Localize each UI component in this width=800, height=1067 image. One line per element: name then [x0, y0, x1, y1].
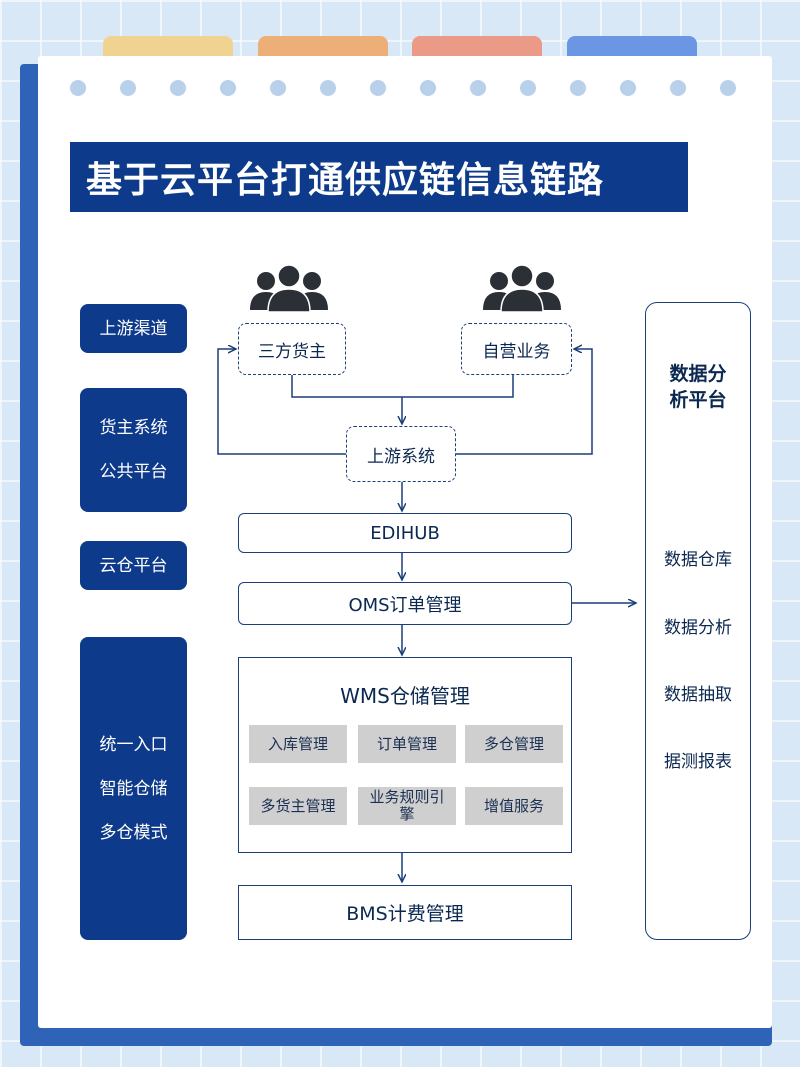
- label-cloud-warehouse: 云仓平台: [80, 541, 187, 590]
- data-analysis-platform: 数据分析平台 数据仓库 数据分析 数据抽取 据测报表: [645, 302, 751, 940]
- label-upstream-channel: 上游渠道: [80, 304, 187, 353]
- node-oms: OMS订单管理: [238, 582, 572, 625]
- binder-hole: [520, 80, 536, 96]
- node-edihub: EDIHUB: [238, 513, 572, 553]
- wms-module: 入库管理: [249, 725, 347, 763]
- node-bms: BMS计费管理: [238, 885, 572, 940]
- binder-hole: [720, 80, 736, 96]
- binder-hole: [620, 80, 636, 96]
- wms-module: 业务规则引擎: [358, 787, 456, 825]
- binder-hole: [670, 80, 686, 96]
- binder-hole: [320, 80, 336, 96]
- data-platform-item: 数据分析: [664, 618, 732, 638]
- data-platform-item: 数据抽取: [664, 685, 732, 705]
- wms-title: WMS仓储管理: [340, 684, 470, 708]
- binder-hole: [420, 80, 436, 96]
- wms-module: 订单管理: [358, 725, 456, 763]
- node-wms: WMS仓储管理 入库管理 订单管理 多仓管理 多货主管理 业务规则引擎 增值服务: [238, 657, 572, 853]
- data-platform-item: 据测报表: [664, 752, 732, 772]
- binder-hole: [120, 80, 136, 96]
- binder-hole: [370, 80, 386, 96]
- data-platform-item: 数据仓库: [664, 550, 732, 570]
- label-owner-system: 货主系统 公共平台: [80, 388, 187, 512]
- binder-hole: [270, 80, 286, 96]
- binder-hole: [170, 80, 186, 96]
- binder-hole: [220, 80, 236, 96]
- wms-module: 多仓管理: [465, 725, 563, 763]
- node-third-party-owner: 三方货主: [238, 323, 346, 375]
- wms-module: 多货主管理: [249, 787, 347, 825]
- node-self-operated: 自营业务: [461, 323, 572, 375]
- node-upstream-system: 上游系统: [346, 426, 456, 482]
- wms-module: 增值服务: [465, 787, 563, 825]
- binder-hole: [470, 80, 486, 96]
- data-platform-title: 数据分析平台: [669, 363, 727, 411]
- page-title: 基于云平台打通供应链信息链路: [70, 142, 688, 212]
- binder-hole: [570, 80, 586, 96]
- binder-hole: [70, 80, 86, 96]
- people-group-icon: [250, 264, 328, 313]
- people-group-icon: [483, 264, 561, 313]
- label-unified-entry: 统一入口 智能仓储 多仓模式: [80, 637, 187, 940]
